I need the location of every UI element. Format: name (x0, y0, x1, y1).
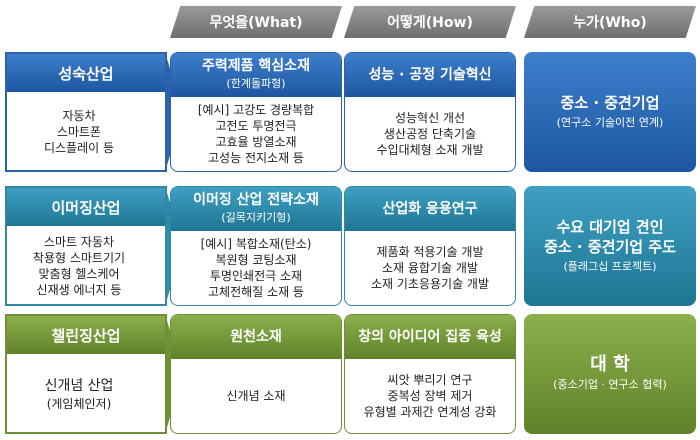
who-sub: (플래그십 프로젝트) (563, 260, 657, 273)
who-box: 대 학 (중소기업 · 연구소 협력) (524, 314, 696, 434)
what-title-text: 주력제품 핵심소재 (202, 58, 310, 74)
what-item: 고성능 전지소재 등 (208, 151, 304, 165)
row-item: 착용형 스마트기기 (32, 251, 126, 265)
row-item: 신개념 산업 (44, 378, 114, 394)
how-item: 소재 기초응용기술 개발 (370, 277, 490, 291)
who-sub: (중소기업 · 연구소 협력) (553, 378, 667, 391)
how-items: 성능혁신 개선 생산공정 단축기술 수입대체형 소재 개발 (345, 97, 515, 171)
who-box: 수요 대기업 견인 중소 · 중견기업 주도 (플래그십 프로젝트) (524, 186, 696, 306)
who-box: 중소 · 중견기업 (연구소 기술이전 연계) (524, 52, 696, 172)
how-title-text: 성능 · 공정 기술혁신 (368, 66, 492, 83)
what-subtitle: (길목지키기형) (221, 211, 291, 224)
what-item: 투명인쇄전극 소재 (209, 269, 303, 283)
how-title-text: 산업화 응용연구 (382, 200, 478, 217)
row-item: (게임체인저) (46, 397, 112, 411)
how-item: 소재 융합기술 개발 (382, 261, 478, 275)
how-item: 생산공정 단축기술 (383, 127, 477, 141)
what-item: 고체전해질 소재 등 (208, 285, 304, 299)
how-box: 창의 아이디어 집중 육성 씨앗 뿌리기 연구 중복성 장벽 제거 유형별 과제… (344, 314, 516, 434)
row-item: 스마트폰 (56, 125, 102, 139)
how-item: 중복성 장벽 제거 (387, 389, 473, 403)
how-title-text: 창의 아이디어 집중 육성 (358, 328, 502, 345)
what-item: [예시] 복합소재(탄소) (200, 237, 312, 251)
row-item: 자동차 (62, 109, 96, 123)
row-emerging-industry: 이머징산업 스마트 자동차 착용형 스마트기기 맞춤형 헬스케어 신재생 에너지… (5, 186, 167, 306)
header-what: 무엇을(What) (170, 6, 342, 38)
row-title: 이머징산업 (7, 188, 165, 226)
what-item: 고전도 투명전극 (215, 119, 297, 133)
who-main: 중소 · 중견기업 (560, 94, 660, 112)
row-title: 성숙산업 (7, 54, 165, 92)
what-items: [예시] 고강도 경량복합 고전도 투명전극 고효율 방열소재 고성능 전지소재… (171, 97, 341, 171)
what-title-text: 이머징 산업 전략소재 (193, 192, 319, 208)
row-items: 자동차 스마트폰 디스플레이 등 (7, 94, 151, 170)
row-item: 신재생 에너지 등 (36, 283, 122, 297)
what-item: 복원형 코팅소재 (215, 253, 297, 267)
row-mature-industry: 성숙산업 자동차 스마트폰 디스플레이 등 (5, 52, 167, 172)
what-item: [예시] 고강도 경량복합 (197, 103, 315, 117)
what-subtitle: (한계돌파형) (226, 77, 286, 90)
how-box: 산업화 응용연구 제품화 적용기술 개발 소재 융합기술 개발 소재 기초응용기… (344, 186, 516, 306)
row-items: 스마트 자동차 착용형 스마트기기 맞춤형 헬스케어 신재생 에너지 등 (7, 228, 151, 304)
who-main: 수요 대기업 견인 (556, 218, 664, 236)
header-how: 어떻게(How) (344, 6, 516, 38)
what-title: 주력제품 핵심소재 (한계돌파형) (171, 53, 341, 97)
row-item: 맞춤형 헬스케어 (38, 267, 120, 281)
what-items: 신개념 소재 (171, 359, 341, 433)
what-title: 원천소재 (171, 315, 341, 359)
row-item: 스마트 자동차 (43, 235, 115, 249)
row-items: 신개념 산업 (게임체인저) (7, 356, 151, 432)
who-sub: (연구소 기술이전 연계) (556, 116, 664, 129)
row-challenging-industry: 챌린징산업 신개념 산업 (게임체인저) (5, 314, 167, 434)
how-items: 제품화 적용기술 개발 소재 융합기술 개발 소재 기초응용기술 개발 (345, 231, 515, 305)
what-box: 이머징 산업 전략소재 (길목지키기형) [예시] 복합소재(탄소) 복원형 코… (170, 186, 342, 306)
row-title: 챌린징산업 (7, 316, 165, 354)
how-items: 씨앗 뿌리기 연구 중복성 장벽 제거 유형별 과제간 연계성 강화 (345, 359, 515, 433)
header-who: 누가(Who) (524, 6, 696, 38)
how-box: 성능 · 공정 기술혁신 성능혁신 개선 생산공정 단축기술 수입대체형 소재 … (344, 52, 516, 172)
how-item: 씨앗 뿌리기 연구 (387, 373, 473, 387)
who-main: 중소 · 중견기업 주도 (544, 238, 676, 256)
who-main: 대 학 (590, 354, 630, 375)
what-box: 주력제품 핵심소재 (한계돌파형) [예시] 고강도 경량복합 고전도 투명전극… (170, 52, 342, 172)
how-title: 산업화 응용연구 (345, 187, 515, 231)
how-title: 성능 · 공정 기술혁신 (345, 53, 515, 97)
how-title: 창의 아이디어 집중 육성 (345, 315, 515, 359)
what-title-text: 원천소재 (230, 328, 282, 345)
what-title: 이머징 산업 전략소재 (길목지키기형) (171, 187, 341, 231)
what-item: 신개념 소재 (226, 389, 286, 403)
what-items: [예시] 복합소재(탄소) 복원형 코팅소재 투명인쇄전극 소재 고체전해질 소… (171, 231, 341, 305)
what-box: 원천소재 신개념 소재 (170, 314, 342, 434)
how-item: 제품화 적용기술 개발 (376, 245, 484, 259)
row-item: 디스플레이 등 (43, 141, 115, 155)
how-item: 성능혁신 개선 (394, 111, 466, 125)
how-item: 수입대체형 소재 개발 (376, 143, 484, 157)
what-item: 고효율 방열소재 (215, 135, 297, 149)
how-item: 유형별 과제간 연계성 강화 (363, 405, 497, 419)
